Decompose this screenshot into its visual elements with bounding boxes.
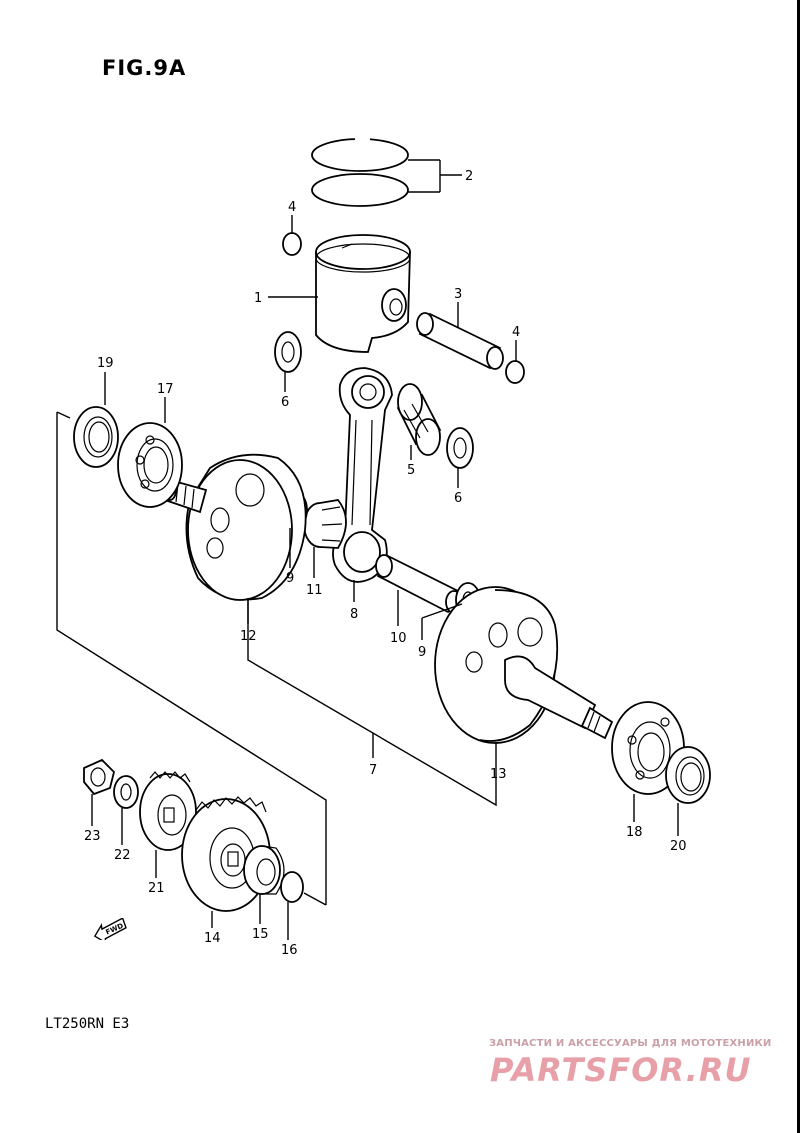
callout-5: 5 xyxy=(407,463,415,478)
callout-9-left: 9 xyxy=(286,571,294,586)
circlip-top xyxy=(282,232,302,256)
crankshaft-left-half xyxy=(163,453,307,601)
piston-rings xyxy=(311,137,409,207)
callout-4-right: 4 xyxy=(512,325,520,340)
oil-seal-right xyxy=(665,746,711,804)
group-bracket-lines xyxy=(56,411,497,906)
primary-drive-gear-small xyxy=(139,771,197,851)
callout-19: 19 xyxy=(97,356,114,371)
page-border xyxy=(797,0,800,1133)
figure-title: FIG.9A xyxy=(102,56,187,80)
leader-lines xyxy=(91,159,679,940)
crankshaft-right-half xyxy=(434,586,614,744)
callout-20: 20 xyxy=(670,839,687,854)
callout-17: 17 xyxy=(157,382,174,397)
callout-4-top: 4 xyxy=(288,200,296,215)
needle-bearing-small-end xyxy=(396,383,442,456)
washer-nut xyxy=(113,775,139,809)
callout-labels: 1 2 3 4 4 5 6 6 7 8 9 9 10 11 12 13 14 1… xyxy=(84,169,687,958)
watermark-logo: PARTSFOR.RU xyxy=(490,1051,752,1089)
piston xyxy=(315,234,411,353)
washer-left xyxy=(274,331,302,373)
washer-right xyxy=(446,427,474,469)
callout-13: 13 xyxy=(490,767,507,782)
callout-22: 22 xyxy=(114,848,131,863)
callout-3: 3 xyxy=(454,287,462,302)
model-code: LT250RN E3 xyxy=(45,1016,130,1032)
callout-2: 2 xyxy=(465,169,473,184)
circlip-right xyxy=(505,360,525,384)
callout-15: 15 xyxy=(252,927,269,942)
connecting-rod xyxy=(332,367,393,583)
callout-8: 8 xyxy=(350,607,358,622)
callout-23: 23 xyxy=(84,829,101,844)
callout-6-right: 6 xyxy=(454,491,462,506)
piston-pin xyxy=(416,312,504,370)
oil-seal-left xyxy=(73,406,119,468)
callout-18: 18 xyxy=(626,825,643,840)
callout-12: 12 xyxy=(240,629,257,644)
watermark-tagline: ЗАПЧАСТИ И АКСЕССУАРЫ ДЛЯ МОТОТЕХНИКИ xyxy=(489,1038,772,1049)
crank-pin xyxy=(375,554,463,614)
callout-14: 14 xyxy=(204,931,221,946)
callout-16: 16 xyxy=(281,943,298,958)
fwd-arrow-icon: FWD xyxy=(93,918,127,940)
bearing-left xyxy=(117,422,183,508)
callout-6-left: 6 xyxy=(281,395,289,410)
callout-10: 10 xyxy=(390,631,407,646)
spacer-collar xyxy=(243,845,285,895)
nut xyxy=(83,758,115,796)
needle-bearing-big-end xyxy=(303,499,347,549)
callout-1: 1 xyxy=(254,291,262,306)
callout-7: 7 xyxy=(369,763,377,778)
callout-11: 11 xyxy=(306,583,323,598)
callout-9-right: 9 xyxy=(418,645,426,660)
o-ring xyxy=(280,871,304,903)
callout-21: 21 xyxy=(148,881,165,896)
